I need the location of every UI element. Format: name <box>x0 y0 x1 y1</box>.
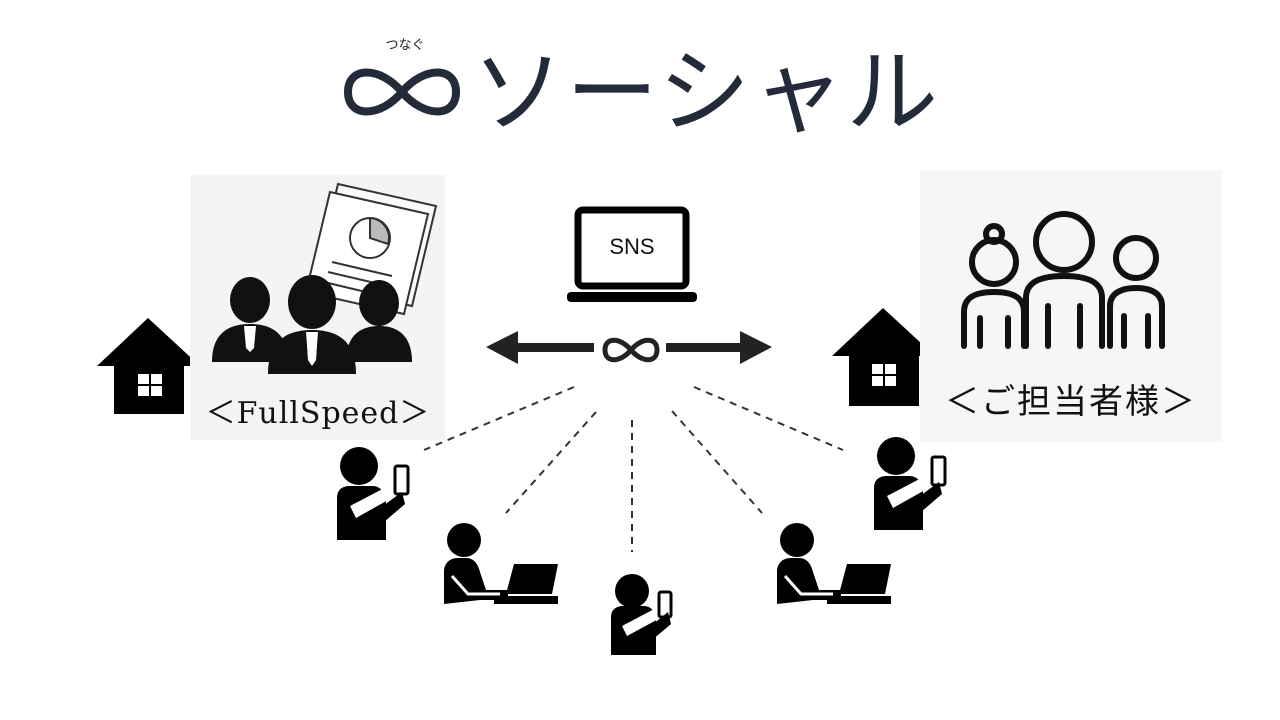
center-infinity-icon <box>602 337 660 363</box>
laptop-user-icon-1 <box>444 523 558 604</box>
title-ruby: つなぐ <box>385 38 425 53</box>
connector-line <box>671 410 763 514</box>
page-title: ソーシャル <box>472 39 941 146</box>
report-document-icon <box>304 182 438 316</box>
family-icon <box>961 211 1165 349</box>
house-icon-right <box>832 308 935 406</box>
laptop-user-icon-2 <box>777 523 891 604</box>
title-infinity-icon <box>343 68 461 116</box>
house-icon-left <box>97 318 200 414</box>
laptop-icon <box>567 206 697 302</box>
connector-line <box>423 386 575 451</box>
business-team-icon <box>212 275 412 374</box>
arrow-right-icon <box>666 331 772 364</box>
fullspeed-label: ＜FullSpeed＞ <box>205 396 431 431</box>
connector-line <box>693 386 844 451</box>
connector-line <box>505 411 597 514</box>
connector-lines <box>423 386 844 552</box>
smartphone-user-icon-2 <box>611 574 673 655</box>
smartphone-user-icon-1 <box>337 447 410 540</box>
sns-label: SNS <box>609 234 655 259</box>
client-label: ＜ご担当者様＞ <box>945 382 1197 422</box>
arrow-left-icon <box>486 331 594 364</box>
smartphone-user-icon-3 <box>874 437 947 530</box>
